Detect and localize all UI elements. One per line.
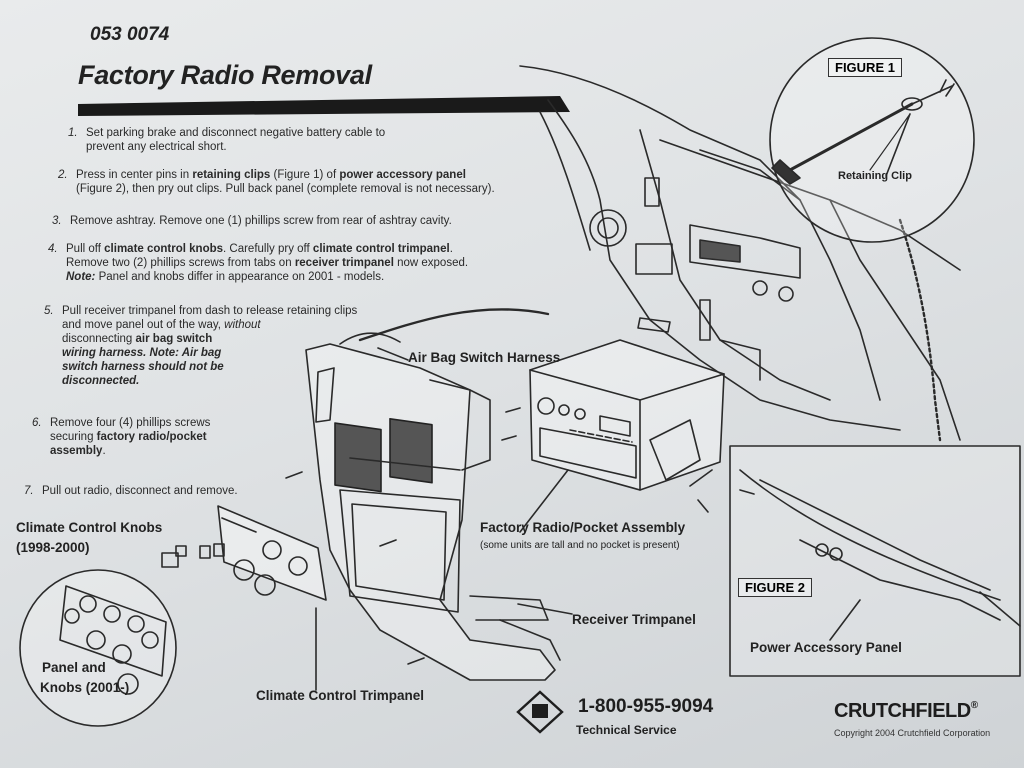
power-accessory-panel-label: Power Accessory Panel: [750, 640, 902, 655]
figure2-caption: FIGURE 2: [738, 578, 812, 597]
factory-radio-label: Factory Radio/Pocket Assembly: [480, 520, 686, 535]
step-2: 2.Press in center pins in retaining clip…: [58, 169, 495, 195]
panel-knobs-label: Panel and: [42, 660, 106, 675]
panel-knobs-years: Knobs (2001-): [40, 680, 130, 695]
airbag-harness-label: Air Bag Switch Harness: [408, 350, 561, 365]
copyright-notice: Copyright 2004 Crutchfield Corporation: [834, 728, 991, 738]
crutchfield-logo: CRUTCHFIELD®: [834, 700, 978, 722]
retaining-clip-label: Retaining Clip: [838, 170, 912, 182]
title-underline: [78, 96, 570, 116]
support-phone-number: 1-800-955-9094: [578, 696, 714, 717]
step-6: 6.Remove four (4) phillips screws securi…: [32, 417, 211, 457]
figure1-circle: [769, 37, 975, 243]
step-5: 5.Pull receiver trimpanel from dash to r…: [44, 305, 358, 387]
climate-trimpanel-shape: [217, 505, 327, 601]
receiver-trimpanel-shape: [305, 343, 556, 681]
step-3: 3.Remove ashtray. Remove one (1) phillip…: [52, 215, 452, 227]
factory-radio-note: (some units are tall and no pocket is pr…: [480, 540, 680, 551]
factory-radio-shape: [529, 339, 725, 491]
step-4: 4.Pull off climate control knobs. Carefu…: [48, 243, 469, 283]
phone-icon: [516, 690, 564, 734]
document-number: 053 0074: [90, 24, 170, 45]
receiver-trimpanel-label: Receiver Trimpanel: [572, 612, 696, 627]
dash-top-edge: [519, 65, 801, 201]
page-title: Factory Radio Removal: [78, 60, 372, 90]
figure1-caption: FIGURE 1: [828, 58, 902, 77]
step-1: 1.Set parking brake and disconnect negat…: [68, 127, 386, 153]
step-7: 7.Pull out radio, disconnect and remove.: [24, 485, 238, 497]
climate-knobs-label: Climate Control Knobs: [16, 520, 163, 535]
climate-trimpanel-label: Climate Control Trimpanel: [256, 688, 425, 703]
climate-knobs-years: (1998-2000): [16, 540, 90, 555]
technical-service-label: Technical Service: [576, 723, 677, 737]
figure2-box: [729, 445, 1021, 677]
